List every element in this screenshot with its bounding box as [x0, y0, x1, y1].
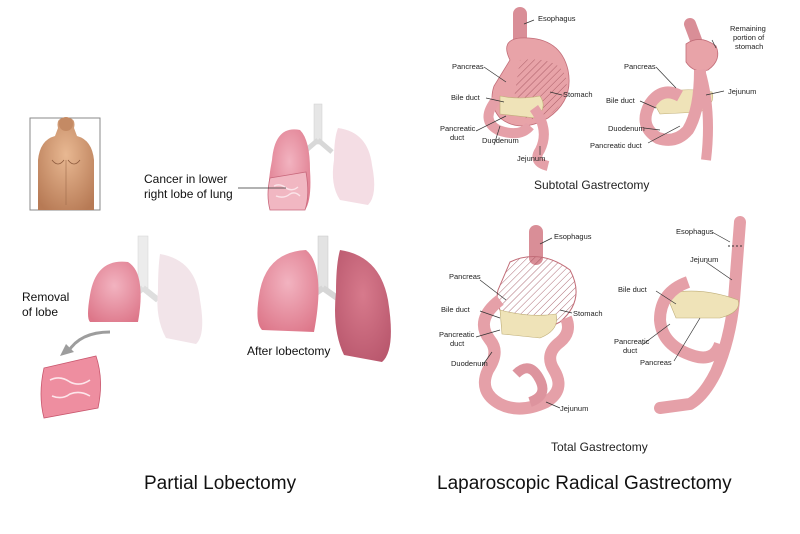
st-pancreas-label: Pancreas — [452, 62, 484, 71]
chest-thumbnail — [30, 117, 100, 210]
st-jejunum-label: Jejunum — [517, 154, 545, 163]
subtotal-caption: Subtotal Gastrectomy — [534, 178, 649, 192]
lobectomy-title: Partial Lobectomy — [144, 473, 296, 495]
tt-duodenum-label: Duodenum — [451, 359, 488, 368]
tt-after-pancreatic-duct-label-1: Pancreatic — [614, 337, 649, 346]
st-pancreatic-duct-label-2: duct — [450, 133, 464, 142]
tt-pancreatic-duct-label-2: duct — [450, 339, 464, 348]
subtotal-after-illustration — [646, 24, 718, 160]
tt-after-pancreatic-duct-label-2: duct — [623, 346, 637, 355]
total-before-illustration — [484, 232, 576, 409]
lungs-cancer-illustration — [268, 104, 374, 210]
st-after-bile-duct-label: Bile duct — [606, 96, 635, 105]
gastrectomy-title: Laparoscopic Radical Gastrectomy — [437, 473, 732, 495]
st-after-jejunum-label: Jejunum — [728, 87, 756, 96]
st-esophagus-label: Esophagus — [538, 14, 576, 23]
removal-label-line1: Removal — [22, 290, 69, 305]
st-duodenum-label: Duodenum — [482, 136, 519, 145]
tt-pancreas-label: Pancreas — [449, 272, 481, 281]
tt-jejunum-label: Jejunum — [560, 404, 588, 413]
tt-stomach-label: Stomach — [573, 309, 603, 318]
st-after-duodenum-label: Duodenum — [608, 124, 645, 133]
st-remaining-label-2: portion of — [733, 33, 764, 42]
st-remaining-label-3: stomach — [735, 42, 763, 51]
tt-bile-duct-label: Bile duct — [441, 305, 470, 314]
tt-pancreatic-duct-label-1: Pancreatic — [439, 330, 474, 339]
after-lobectomy-label: After lobectomy — [247, 344, 330, 359]
tt-after-esophagus-label: Esophagus — [676, 227, 714, 236]
st-bile-duct-label: Bile duct — [451, 93, 480, 102]
cancer-label-line2: right lobe of lung — [144, 187, 233, 202]
total-caption: Total Gastrectomy — [551, 440, 648, 454]
tt-after-pancreas-label: Pancreas — [640, 358, 672, 367]
st-pancreatic-duct-label-1: Pancreatic — [440, 124, 475, 133]
st-stomach-label: Stomach — [563, 90, 593, 99]
cancer-label-line1: Cancer in lower — [144, 172, 227, 187]
lungs-removal-illustration — [41, 236, 202, 418]
st-after-pancreatic-duct-label: Pancreatic duct — [590, 141, 642, 150]
total-after-illustration — [660, 222, 744, 408]
tt-esophagus-label: Esophagus — [554, 232, 592, 241]
tt-after-bile-duct-label: Bile duct — [618, 285, 647, 294]
tt-after-jejunum-label: Jejunum — [690, 255, 718, 264]
st-remaining-label-1: Remaining — [730, 24, 766, 33]
removal-label-line2: of lobe — [22, 305, 58, 320]
st-after-pancreas-label: Pancreas — [624, 62, 656, 71]
